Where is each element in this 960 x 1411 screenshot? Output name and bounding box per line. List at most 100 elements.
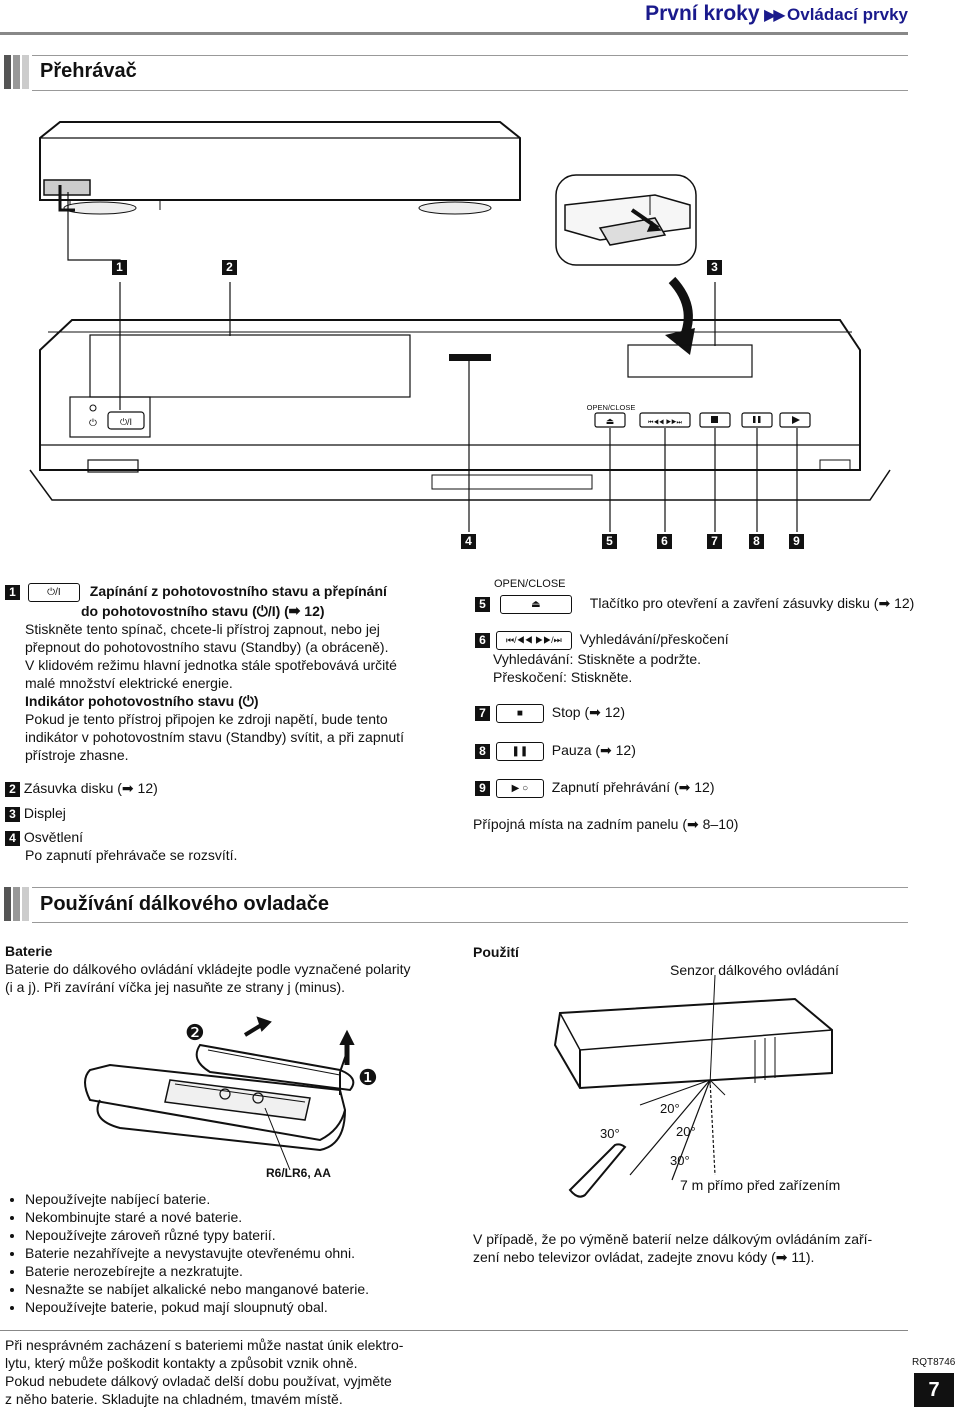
bullet-item: Nesnažte se nabíjet alkalické nebo manga… (25, 1280, 455, 1298)
item-6-num: 6 (475, 632, 490, 648)
item-4: 4 Osvětlení Po zapnutí přehrávače se roz… (5, 828, 237, 864)
svg-text:⏻/I: ⏻/I (120, 417, 132, 427)
battery-caution: Při nesprávném zacházení s bateriemi můž… (5, 1336, 465, 1408)
batteries-heading: Baterie (5, 943, 53, 959)
bullet-item: Nepoužívejte baterie, pokud mají sloupnu… (25, 1298, 455, 1316)
power-key-icon: ⏻/I (27, 582, 80, 602)
item-5-text: Tlačítko pro otevření a zavření zásuvky … (589, 595, 915, 611)
svg-text:❷: ❷ (185, 1021, 205, 1046)
open-close-label: OPEN/CLOSE (494, 578, 566, 590)
callout-7: 7 (707, 534, 722, 549)
standby-desc-3: přístroje zhasne. (25, 746, 129, 763)
page-header: První kroky ▶▶ Ovládací prvky (645, 2, 908, 26)
batteries-line-2: (i a j). Při zavírání víčka jej nasuňte … (5, 979, 345, 995)
svg-text:20°: 20° (660, 1101, 680, 1116)
doc-code: RQT8746 (912, 1357, 956, 1368)
item-4-num: 4 (5, 830, 20, 846)
play-icon: ▶ ○ (495, 778, 544, 798)
eject-icon: ⏏ (499, 594, 572, 614)
bullet-item: Baterie nerozebírejte a nezkratujte. (25, 1262, 455, 1280)
item-7-text: Stop (➡ 12) (551, 704, 625, 720)
zoom-inset (555, 174, 697, 266)
standby-desc-2: indikátor v pohotovostním stavu (Standby… (25, 728, 404, 745)
item-9-num: 9 (475, 780, 490, 796)
item-6: 6 ⏮/◀◀ ▶▶/⏭ Vyhledávání/přeskočení Vyhle… (475, 630, 729, 686)
svg-text:❶: ❶ (358, 1066, 378, 1091)
item-1-desc-4: malé množství elektrické energie. (25, 674, 233, 691)
usage-heading: Použití (473, 944, 519, 960)
callout-9: 9 (789, 534, 804, 549)
caution-line-4: z něho baterie. Skladujte na chladném, t… (5, 1391, 343, 1407)
item-1-desc-3: V klidovém režimu hlavní jednotka stále … (25, 656, 397, 673)
rear-panel-connections: Přípojná místa na zadním panelu (➡ 8–10) (473, 816, 739, 832)
pause-icon: ❚❚ (495, 741, 544, 761)
item-6-desc-1: Vyhledávání: Stiskněte a podržte. (493, 650, 702, 667)
item-6-text: Vyhledávání/přeskočení (579, 631, 729, 647)
battery-type: R6/LR6, AA (266, 1166, 331, 1180)
sensor-label: Senzor dálkového ovládání (670, 962, 839, 978)
item-1-title-2: do pohotovostního stavu (⏻/I) (➡ 12) (81, 602, 325, 619)
item-7: 7 ■ Stop (➡ 12) (475, 703, 625, 723)
item-5: 5 ⏏ Tlačítko pro otevření a zavření zásu… (475, 594, 914, 614)
stop-icon: ■ (495, 703, 544, 723)
player-illustration: ⏻/I ⏻ OPEN/CLOSE ⏏ ⏮◀◀ ▶▶⏭ (29, 121, 891, 532)
batteries-line-1: Baterie do dálkového ovládání vkládejte … (5, 961, 411, 977)
usage-note-2: zení nebo televizor ovládat, zadejte zno… (473, 1249, 815, 1265)
callout-1: 1 (112, 260, 127, 275)
usage-note-1: V případě, že po výměně baterií nelze dá… (473, 1231, 873, 1247)
header-rule (0, 32, 908, 35)
distance-label: 7 m přímo před zařízením (680, 1177, 841, 1193)
bullet-item: Baterie nezahřívejte a nevystavujte otev… (25, 1244, 455, 1262)
caution-line-3: Pokud nebudete dálkový ovladač delší dob… (5, 1373, 392, 1389)
item-2: 2 Zásuvka disku (➡ 12) (5, 779, 158, 797)
item-2-text: Zásuvka disku (➡ 12) (23, 780, 158, 796)
callout-4: 4 (461, 534, 476, 549)
item-8: 8 ❚❚ Pauza (➡ 12) (475, 741, 636, 761)
caution-line-1: Při nesprávném zacházení s bateriemi můž… (5, 1337, 404, 1353)
standby-indicator-title: Indikátor pohotovostního stavu (⏻) (25, 692, 259, 709)
item-1-title: Zapínání z pohotovostního stavu a přepín… (89, 583, 387, 599)
svg-text:OPEN/CLOSE: OPEN/CLOSE (587, 403, 636, 412)
svg-text:⏮◀◀ ▶▶⏭: ⏮◀◀ ▶▶⏭ (648, 419, 682, 426)
item-5-num: 5 (475, 596, 490, 612)
item-3-text: Displej (23, 805, 66, 821)
svg-text:⏻: ⏻ (89, 418, 97, 429)
callout-5: 5 (602, 534, 617, 549)
item-8-text: Pauza (➡ 12) (551, 742, 636, 758)
batteries-block: Baterie Baterie do dálkového ovládání vk… (5, 942, 460, 996)
leader-lines (119, 282, 798, 532)
item-7-num: 7 (475, 705, 490, 721)
item-9: 9 ▶ ○ Zapnutí přehrávání (➡ 12) (475, 778, 714, 798)
callout-3: 3 (707, 260, 722, 275)
usage-note: V případě, že po výměně baterií nelze dá… (473, 1230, 913, 1266)
bullet-item: Nekombinujte staré a nové baterie. (25, 1208, 455, 1226)
callout-8: 8 (749, 534, 764, 549)
item-1: 1 ⏻/I Zapínání z pohotovostního stavu a … (5, 582, 455, 764)
item-3: 3 Displej (5, 804, 66, 822)
skip-search-icon: ⏮/◀◀ ▶▶/⏭ (495, 630, 572, 650)
svg-text:⏏: ⏏ (606, 416, 615, 426)
svg-text:30°: 30° (670, 1153, 690, 1168)
battery-illustration: ❷ ❶ (84, 1016, 378, 1171)
item-3-num: 3 (5, 806, 20, 822)
header-title: První kroky (645, 2, 760, 25)
item-6-desc-2: Přeskočení: Stiskněte. (493, 668, 633, 685)
section-title: Přehrávač (40, 60, 137, 82)
section-bar-2 (0, 887, 908, 923)
page-number: 7 (914, 1373, 954, 1407)
item-8-num: 8 (475, 743, 490, 759)
open-player: ⏻/I ⏻ OPEN/CLOSE ⏏ ⏮◀◀ ▶▶⏭ (29, 319, 891, 501)
item-4-desc: Po zapnutí přehrávače se rozsvítí. (25, 847, 238, 863)
standby-desc-1: Pokud je tento přístroj připojen ke zdro… (25, 710, 388, 727)
callout-2: 2 (222, 260, 237, 275)
item-9-text: Zapnutí přehrávání (➡ 12) (551, 779, 715, 795)
header-arrows: ▶▶ (763, 7, 786, 24)
warning-rule (0, 1330, 908, 1331)
header-subtitle: Ovládací prvky (787, 5, 908, 24)
item-1-num: 1 (5, 584, 20, 600)
item-2-num: 2 (5, 781, 20, 797)
closed-player (39, 121, 521, 215)
item-1-desc-1: Stiskněte tento spínač, chcete-li přístr… (25, 620, 380, 637)
item-4-text: Osvětlení (23, 829, 84, 845)
svg-text:30°: 30° (600, 1126, 620, 1141)
